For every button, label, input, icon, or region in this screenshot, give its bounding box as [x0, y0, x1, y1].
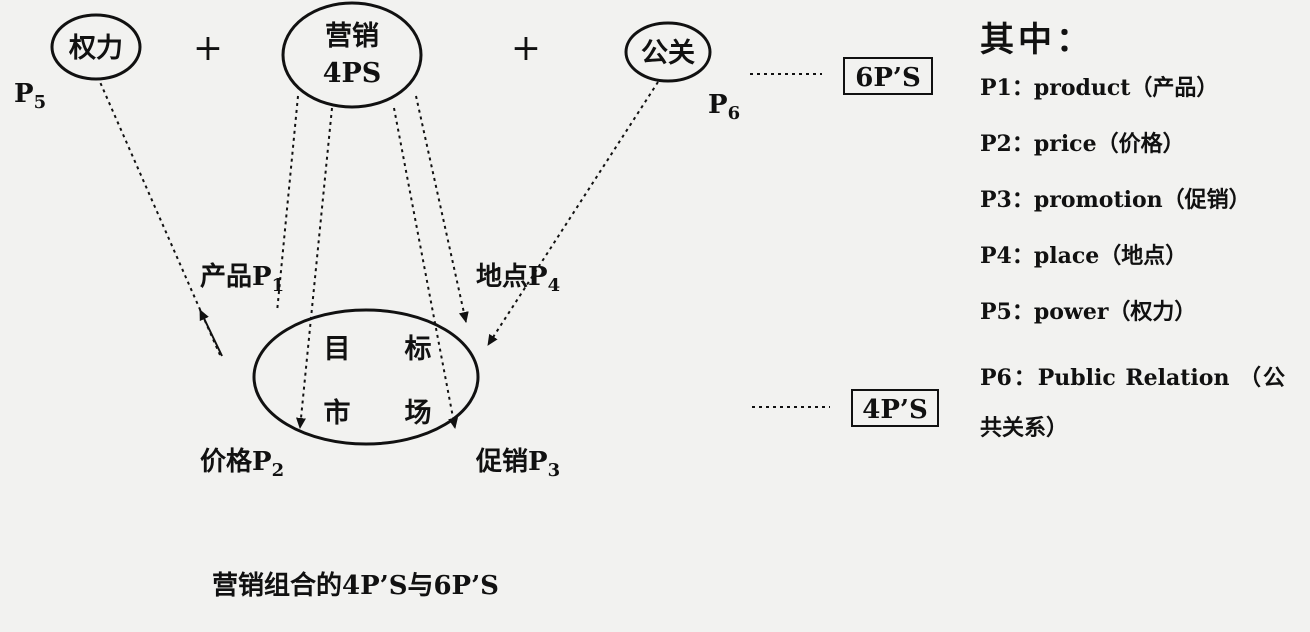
product-p1-label: 产品P1 [200, 262, 284, 296]
six-ps-label: 6P’S [855, 63, 920, 93]
six-ps-box [843, 57, 933, 95]
price-p2-label: 价格P2 [200, 446, 284, 481]
legend-item-p2: P2：price（价格） [980, 131, 1185, 157]
arrow-head-product [199, 309, 223, 357]
legend-item-p3: P3：promotion（促销） [980, 187, 1251, 213]
target-char-chang: 场 [405, 398, 432, 429]
legend-item-p1: P1：product（产品） [980, 75, 1219, 101]
arrow-pr-to-target [487, 81, 659, 346]
legend-title: 其中： [980, 20, 1094, 60]
legend-item-p5: P5：power（权力） [980, 299, 1197, 325]
power-ellipse [50, 13, 142, 81]
power-label: 权力 [68, 33, 123, 64]
plus-sign-left: + [193, 28, 223, 69]
legend-item-p4: P4：place（地点） [980, 243, 1188, 269]
target-char-shi: 市 [324, 397, 351, 429]
pr-label: 公关 [641, 38, 695, 69]
pr-ellipse [624, 21, 712, 83]
marketing-label: 营销 [325, 21, 379, 52]
legend-panel: 其中： P1：product（产品） P2：price（价格） P3：promo… [980, 12, 1285, 453]
target-char-biao: 标 [405, 334, 432, 365]
four-ps-label: 4P’S [862, 395, 927, 425]
target-char-mu: 目 [324, 334, 351, 365]
place-p4-label: 地点P4 [476, 261, 560, 296]
arrow-marketing-to-price [296, 107, 333, 429]
target-market-ellipse [252, 308, 480, 446]
four-ps-box [851, 389, 939, 427]
figure-caption: 营销组合的4P’S与6P’S [212, 571, 499, 601]
marketing-4ps-ellipse [281, 1, 423, 109]
promotion-p3-label: 促销P3 [475, 447, 560, 481]
arrow-marketing-to-target-left [276, 95, 299, 313]
legend-item-p6: P6：Public Relation （公共关系） [980, 365, 1285, 441]
arrow-marketing-to-promotion [393, 107, 459, 429]
p5-label: P5 [14, 79, 46, 113]
p6-label: P6 [708, 90, 740, 124]
four-ps-label: 4PS [323, 58, 382, 89]
arrow-marketing-to-place [415, 95, 469, 323]
plus-sign-right: + [511, 28, 541, 69]
